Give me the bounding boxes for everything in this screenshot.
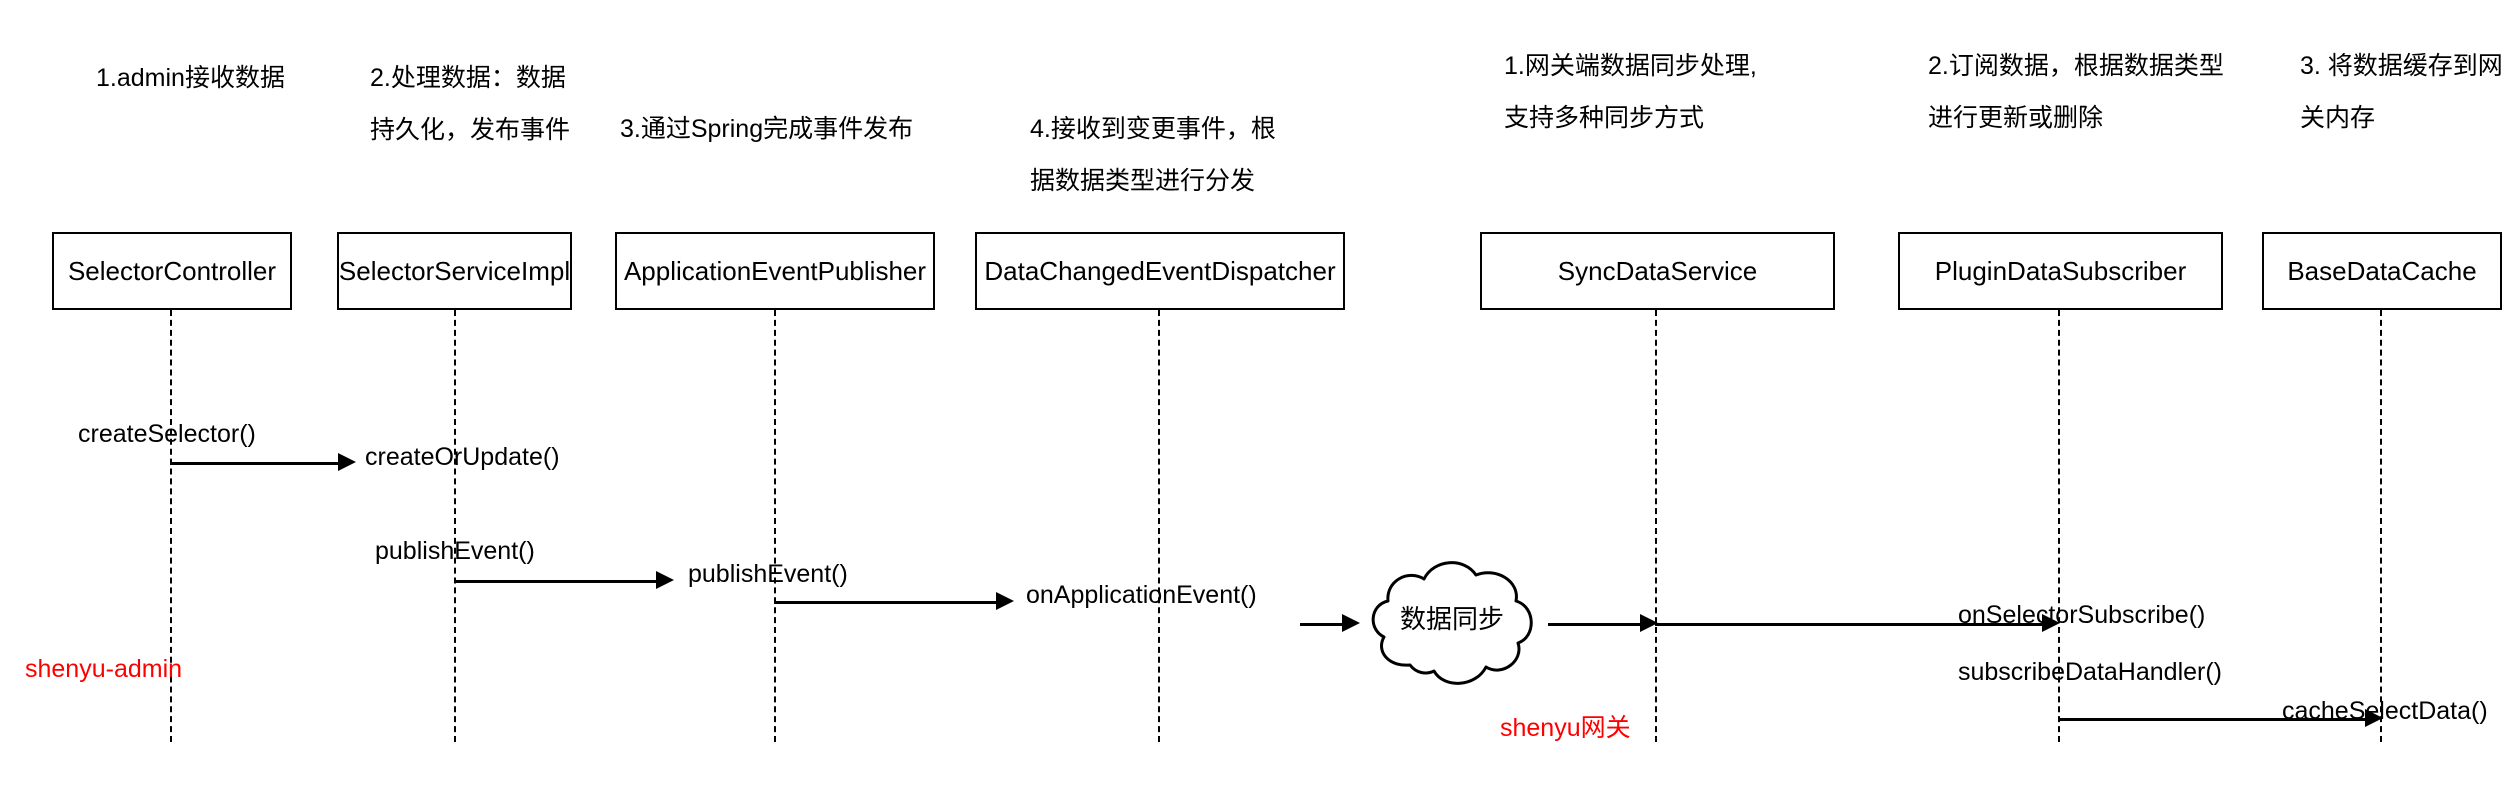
message-label-create-or-update: createOrUpdate() xyxy=(365,443,560,471)
note-admin-receive: 1.admin接收数据 xyxy=(96,64,285,92)
message-label-publish-event-1: publishEvent() xyxy=(375,537,535,565)
note-process-data: 2.处理数据：数据 持久化，发布事件 xyxy=(370,64,571,144)
lifeline-plugin-data-subscriber xyxy=(2058,310,2060,742)
zone-label-shenyu-admin: shenyu-admin xyxy=(25,655,183,683)
cloud-label: 数据同步 xyxy=(1399,604,1504,634)
participant-selector-controller[interactable]: SelectorController xyxy=(52,232,292,310)
note-receive-change-event: 4.接收到变更事件，根 据数据类型进行分发 xyxy=(1030,115,1276,195)
message-label-on-selector-subscribe: onSelectorSubscribe() xyxy=(1958,601,2206,629)
message-label-cache-select-data: cacheSelectData() xyxy=(2282,697,2488,725)
lifeline-data-changed-event-dispatcher xyxy=(1158,310,1160,742)
note-subscribe-data: 2.订阅数据，根据数据类型 进行更新或删除 xyxy=(1928,52,2224,132)
lifeline-selector-controller xyxy=(170,310,172,742)
message-label-subscribe-data-handler: subscribeDataHandler() xyxy=(1958,658,2223,686)
zone-label-shenyu-gateway: shenyu网关 xyxy=(1500,714,1631,742)
participant-base-data-cache[interactable]: BaseDataCache xyxy=(2262,232,2502,310)
note-gateway-sync: 1.网关端数据同步处理, 支持多种同步方式 xyxy=(1504,52,1757,132)
lifeline-selector-service-impl xyxy=(454,310,456,742)
message-label-publish-event-2: publishEvent() xyxy=(688,560,848,588)
participant-application-event-publisher[interactable]: ApplicationEventPublisher xyxy=(615,232,935,310)
message-label-on-application-event: onApplicationEvent() xyxy=(1026,581,1257,609)
note-cache-to-memory: 3. 将数据缓存到网 关内存 xyxy=(2300,52,2503,132)
cloud-data-sync: 数据同步 xyxy=(1352,547,1552,707)
participant-plugin-data-subscriber[interactable]: PluginDataSubscriber xyxy=(1898,232,2223,310)
note-spring-publish: 3.通过Spring完成事件发布 xyxy=(620,115,914,143)
participant-selector-service-impl[interactable]: SelectorServiceImpl xyxy=(337,232,572,310)
lifeline-sync-data-service xyxy=(1655,310,1657,742)
message-label-create-selector: createSelector() xyxy=(78,420,256,448)
lifeline-application-event-publisher xyxy=(774,310,776,742)
lifeline-base-data-cache xyxy=(2380,310,2382,742)
participant-data-changed-event-dispatcher[interactable]: DataChangedEventDispatcher xyxy=(975,232,1345,310)
participant-sync-data-service[interactable]: SyncDataService xyxy=(1480,232,1835,310)
